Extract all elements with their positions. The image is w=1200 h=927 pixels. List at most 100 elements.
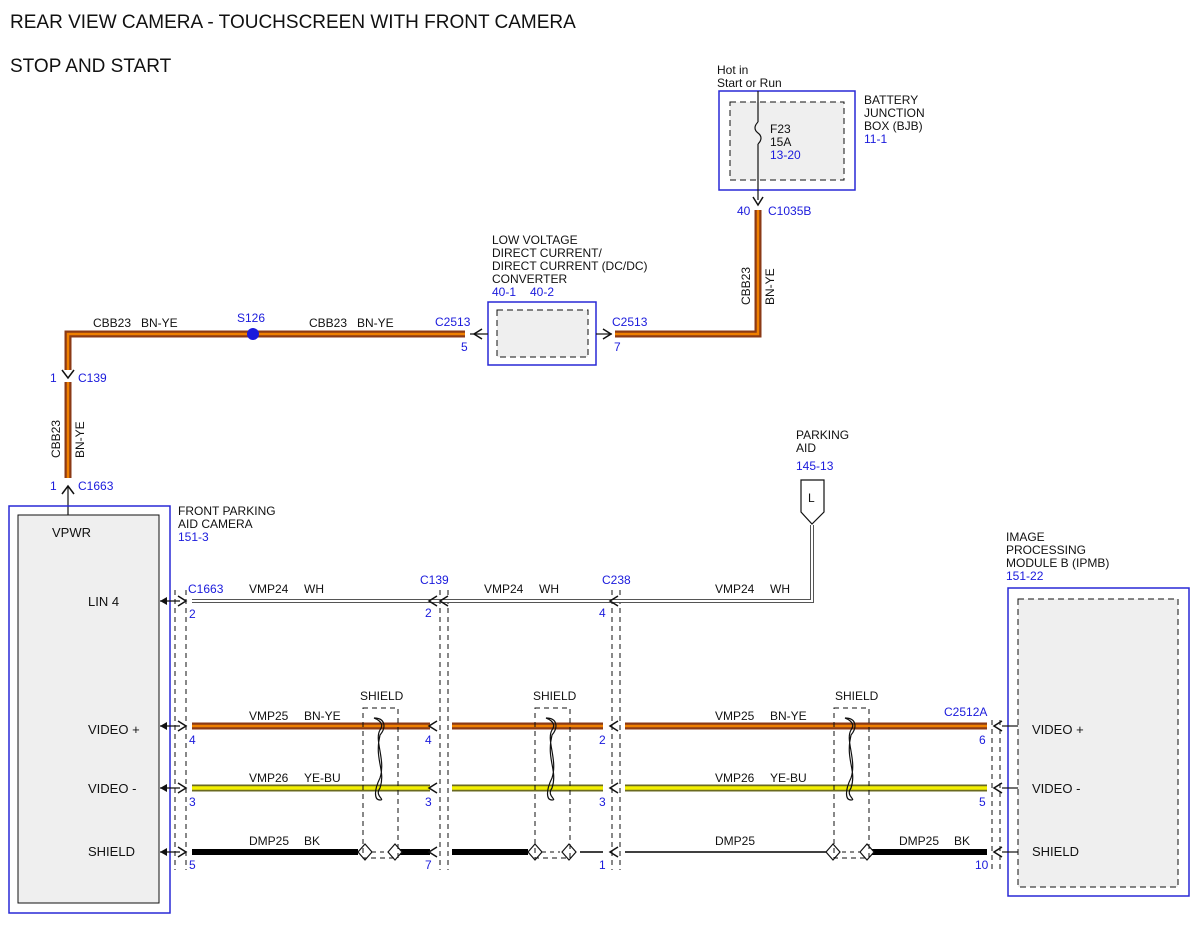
wire-vmp24-pin-c238: 4 — [599, 606, 606, 620]
ipmb-name-3: MODULE B (IPMB) — [1006, 556, 1109, 570]
wire-cbb23-vertical-color: BN-YE — [763, 268, 777, 305]
parking-aid-symbol: L — [808, 491, 815, 505]
bjb-name-3: BOX (BJB) — [864, 119, 923, 133]
wire-vmp24-color-2: WH — [539, 582, 559, 596]
wire-vmp24-pin-c139: 2 — [425, 606, 432, 620]
wire-vmp25-circuit-1: VMP25 — [249, 709, 289, 723]
ipmb-pin-video-neg: VIDEO - — [1032, 781, 1080, 796]
wire-cbb23-lower-color: BN-YE — [73, 421, 87, 458]
wire-dmp25-color-1: BK — [304, 834, 320, 848]
dcdc-inner — [496, 309, 589, 358]
splice-s126-icon — [247, 328, 259, 340]
ipmb-pin-shield: SHIELD — [1032, 844, 1079, 859]
shield-label-3: SHIELD — [835, 689, 879, 703]
fpac-name-2: AID CAMERA — [178, 517, 253, 531]
wire-vmp26-circuit-1: VMP26 — [249, 771, 289, 785]
parking-aid-ref: 145-13 — [796, 459, 834, 473]
ipmb-pin-video-pos: VIDEO + — [1032, 722, 1084, 737]
dcdc-name-3: DIRECT CURRENT (DC/DC) — [492, 259, 648, 273]
dcdc-name-1: LOW VOLTAGE — [492, 233, 578, 247]
c2513-left-name: C2513 — [435, 315, 471, 329]
wire-cbb23-color-left: BN-YE — [141, 316, 178, 330]
fpac-arrowheads — [160, 597, 167, 856]
wire-vmp26-circuit-2: VMP26 — [715, 771, 755, 785]
connector-arrow-marks — [177, 595, 1003, 858]
wire-vmp26-pin-c139: 3 — [425, 795, 432, 809]
wire-vmp26-pin-c238: 3 — [599, 795, 606, 809]
fpac-ref: 151-3 — [178, 530, 209, 544]
fuse-rating: 15A — [770, 135, 791, 149]
wire-vmp26-color-1: YE-BU — [304, 771, 341, 785]
fpac-inner — [17, 514, 160, 904]
wire-cbb23-vertical-circuit: CBB23 — [739, 267, 753, 305]
wire-dmp25-color-3: BK — [954, 834, 970, 848]
wire-vmp26-color-2: YE-BU — [770, 771, 807, 785]
splice-s126-name: S126 — [237, 311, 265, 325]
dcdc-name-4: CONVERTER — [492, 272, 567, 286]
wire-dmp25-pin-c1663: 5 — [189, 858, 196, 872]
wire-vmp25-pin-c139: 4 — [425, 733, 432, 747]
bjb-name-2: JUNCTION — [864, 106, 925, 120]
wire-vmp24-circuit-2: VMP24 — [484, 582, 524, 596]
wire-dmp25-pin-c238: 1 — [599, 858, 606, 872]
connector-outlines — [174, 590, 1001, 870]
wire-vmp24-pin-c1663: 2 — [189, 607, 196, 621]
bjb-name-1: BATTERY — [864, 93, 918, 107]
c139-top-pin: 1 — [50, 371, 57, 385]
parking-aid-reference-icon — [800, 479, 825, 525]
fpac-name-1: FRONT PARKING — [178, 504, 276, 518]
c2513-right-pin: 7 — [614, 340, 621, 354]
bjb-hot-label-2: Start or Run — [717, 76, 782, 90]
c2512a-name: C2512A — [944, 705, 987, 719]
wire-vmp25-pin-c1663: 4 — [189, 733, 196, 747]
wire-vmp25-pin-c238: 2 — [599, 733, 606, 747]
wire-dmp25-pin-c2512a: 10 — [975, 858, 989, 872]
c139-top-name: C139 — [78, 371, 107, 385]
wire-vmp25-pin-c2512a: 6 — [979, 733, 986, 747]
fpac-pin-video-neg: VIDEO - — [88, 781, 136, 796]
c139-top-connector-icon — [61, 369, 75, 380]
dcdc-ref-2: 40-2 — [530, 285, 554, 299]
ipmb-inner — [1017, 598, 1179, 888]
ipmb-ref: 151-22 — [1006, 569, 1044, 583]
wire-vmp24-circuit-1: VMP24 — [249, 582, 289, 596]
ipmb-name-2: PROCESSING — [1006, 543, 1086, 557]
diagram-subtitle: STOP AND START — [10, 56, 172, 77]
wire-cbb23-circuit-mid: CBB23 — [309, 316, 347, 330]
dcdc-ref-1: 40-1 — [492, 285, 516, 299]
parking-aid-name-2: AID — [796, 441, 816, 455]
fuse-ref: 13-20 — [770, 148, 801, 162]
c2513-right-connector-icon — [602, 328, 613, 340]
diagram-title: REAR VIEW CAMERA - TOUCHSCREEN WITH FRON… — [10, 12, 576, 33]
wire-dmp25-circuit-2: DMP25 — [715, 834, 755, 848]
wire-vmp25-color-1: BN-YE — [304, 709, 341, 723]
fpac-box — [8, 505, 171, 914]
bjb-box — [718, 90, 856, 191]
shield-group-2 — [534, 707, 571, 859]
dcdc-name-2: DIRECT CURRENT/ — [492, 246, 602, 260]
c2513-right-name: C2513 — [612, 315, 648, 329]
ipmb-name-1: IMAGE — [1006, 530, 1045, 544]
c1035b-connector-icon — [752, 196, 764, 207]
bjb-ref: 11-1 — [864, 132, 887, 146]
fpac-pin-video-pos: VIDEO + — [88, 722, 140, 737]
wire-vmp25-circuit-2: VMP25 — [715, 709, 755, 723]
wire-vmp25-color-2: BN-YE — [770, 709, 807, 723]
fpac-pin-lin: LIN 4 — [88, 594, 119, 609]
c2513-left-pin: 5 — [461, 340, 468, 354]
c139-name: C139 — [420, 573, 449, 587]
wire-dmp25-circuit-1: DMP25 — [249, 834, 289, 848]
wire-vmp26-pin-c1663: 3 — [189, 795, 196, 809]
parking-aid-name-1: PARKING — [796, 428, 849, 442]
c238-name: C238 — [602, 573, 631, 587]
c1035b-name: C1035B — [768, 204, 811, 218]
ipmb-box — [1007, 587, 1190, 897]
wire-cbb23-circuit-left: CBB23 — [93, 316, 131, 330]
wire-vmp26-pin-c2512a: 5 — [979, 795, 986, 809]
shield-group-1 — [362, 707, 399, 859]
wire-cbb23 — [64, 210, 762, 478]
shield-group-3 — [833, 707, 870, 859]
fpac-pin-vpwr: VPWR — [52, 525, 91, 540]
shield-label-2: SHIELD — [533, 689, 577, 703]
